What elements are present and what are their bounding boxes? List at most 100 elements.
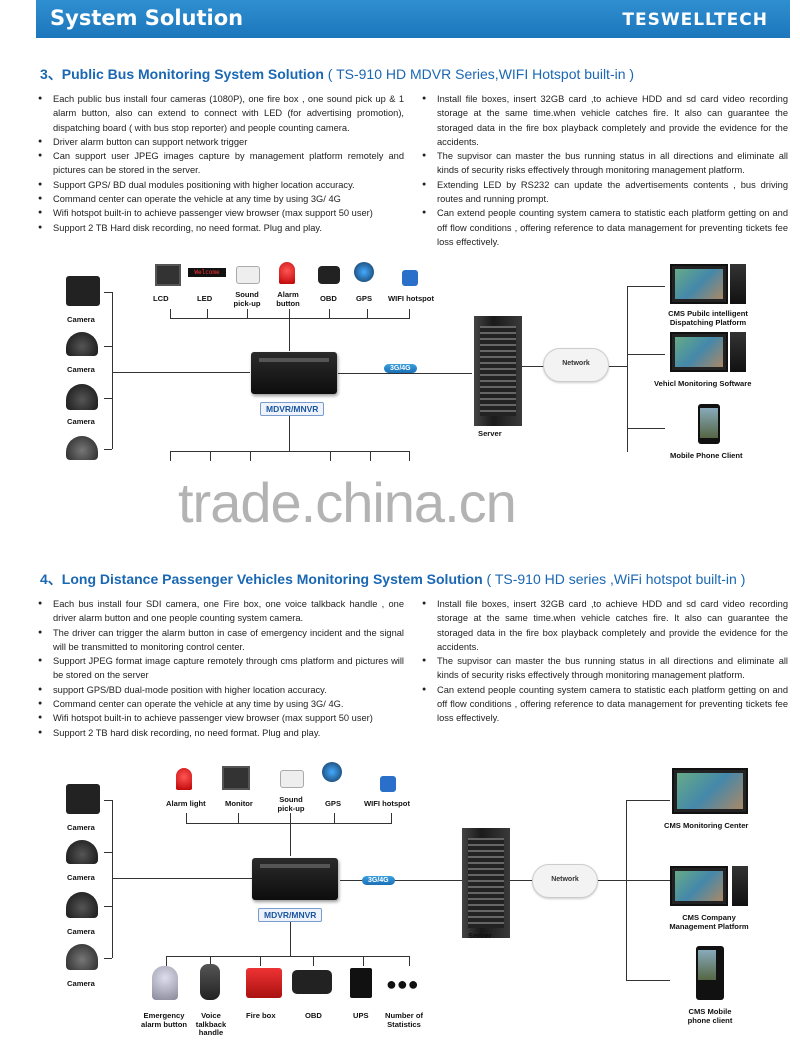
label-camera: Camera [67,873,95,882]
section4-title: 4、Long Distance Passenger Vehicles Monit… [40,569,745,589]
camera-icon [66,784,100,814]
section4-right-bullets: Install file boxes, insert 32GB card ,to… [422,597,788,726]
label-lcd: LCD [153,294,169,303]
label-cms-monitoring-center: CMS Monitoring Center [664,821,749,830]
section4-title-main: 4、Long Distance Passenger Vehicles Monit… [40,571,483,587]
label-network: Network [562,360,590,367]
obd-icon [318,266,340,284]
emergency-alarm-button-icon [152,966,178,1000]
gps-icon [322,762,342,782]
bullet-item: The driver can trigger the alarm button … [38,626,404,655]
label-gps: GPS [356,294,373,303]
label-number-statistics: Number of Statistics [385,1011,423,1029]
label-led: LED [197,294,213,303]
camera-icon [66,332,98,356]
label-cms-dispatching: CMS Pubilc intelligent Dispatching Platf… [668,309,748,327]
voice-talkback-handle-icon [200,964,220,1000]
bullet-item: Can extend people counting system camera… [422,683,788,726]
bullet-item: Install file boxes, insert 32GB card ,to… [422,597,788,654]
label-camera: Camera [67,365,95,374]
label-camera: Camera [67,823,95,832]
watermark: trade.china.cn [178,471,517,534]
bullet-item: The supvisor can master the bus running … [422,654,788,683]
label-obd: OBD [305,1011,322,1020]
camera-icon [66,276,100,306]
bullet-item: The supvisor can master the bus running … [422,149,788,178]
sound-pickup-icon [236,266,260,284]
mdvr-device [252,858,338,900]
monitor-icon [222,766,250,790]
people-count-icon: ●●● [386,974,419,994]
bullet-item: Extending LED by RS232 can update the ad… [422,178,788,207]
label-obd: OBD [320,294,337,303]
label-network: Network [551,876,579,883]
ups-icon [350,968,372,998]
vehicle-software-monitor-icon [670,332,728,372]
bullet-item: support GPS/BD dual-mode position with h… [38,683,404,698]
network-cloud-icon: Network [532,864,598,898]
network-cloud-icon: Network [543,348,609,382]
bullet-item: Command center can operate the vehicle a… [38,192,404,207]
label-camera: Camera [67,927,95,936]
bullet-item: Support 2 TB Hard disk recording, no nee… [38,221,404,236]
bullet-item: Driver alarm button can support network … [38,135,404,150]
bullet-item: Can support user JPEG images capture by … [38,149,404,178]
alarm-light-icon [176,768,192,790]
led-icon: Welcome [188,268,226,277]
bullet-item: Each public bus install four cameras (10… [38,92,404,135]
bullet-item: Each bus install four SDI camera, one Fi… [38,597,404,626]
section3-title: 3、Public Bus Monitoring System Solution … [40,64,634,84]
bullet-item: Support JPEG format image capture remote… [38,654,404,683]
section3-title-main: 3、Public Bus Monitoring System Solution [40,66,324,82]
brand-name: TESWELLTECH [622,10,768,30]
label-cms-company-platform: CMS Company Management Platform [669,913,749,931]
section3-title-sub: ( TS-910 HD MDVR Series,WIFI Hotspot bui… [327,66,635,82]
camera-icon [66,840,98,864]
pc-tower-icon [730,264,746,304]
label-mobile-client: Mobile Phone Client [670,451,743,460]
camera-icon [66,384,98,410]
link-3g4g: 3G/4G [362,876,395,885]
label-camera: Camera [67,979,95,988]
mdvr-device [251,352,337,394]
label-alarm-light: Alarm light [166,799,206,808]
pc-tower-icon [732,866,748,906]
mobile-phone-icon [698,404,720,444]
bullet-item: Support GPS/ BD dual modules positioning… [38,178,404,193]
bullet-item: Wifi hotspot built-in to achieve passeng… [38,711,404,726]
label-gps: GPS [325,799,342,808]
label-camera: Camera [67,417,95,426]
wifi-hotspot-icon [402,270,418,286]
label-monitor: Monitor [225,799,253,808]
sound-pickup-icon [280,770,304,788]
label-server: Server [478,429,502,438]
label-sound-pickup: Sound pick-up [233,290,261,308]
page-header: System Solution TESWELLTECH [36,0,790,38]
bullet-item: Can extend people counting system camera… [422,206,788,249]
cms-monitoring-center-icon [672,768,748,814]
fire-box-icon [246,968,282,998]
obd-icon [292,970,332,994]
cms-monitor-icon [670,264,728,304]
label-ups: UPS [353,1011,369,1020]
pc-tower-icon [730,332,746,372]
camera-icon [66,944,98,970]
section3-left-bullets: Each public bus install four cameras (10… [38,92,404,235]
gps-icon [354,262,374,282]
mdvr-label: MDVR/MNVR [258,908,323,922]
label-voice-talkback: Voice talkback handle [195,1011,227,1037]
label-fire-box: Fire box [246,1011,276,1020]
label-sound-pickup: Sound pick-up [277,795,305,813]
section4-left-bullets: Each bus install four SDI camera, one Fi… [38,597,404,740]
wifi-hotspot-icon [380,776,396,792]
server-icon [462,828,510,938]
alarm-button-icon [279,262,295,284]
camera-icon [66,436,98,460]
bullet-item: Wifi hotspot built-in to achieve passeng… [38,206,404,221]
mdvr-label: MDVR/MNVR [260,402,325,416]
bullet-item: Support 2 TB hard disk recording, no nee… [38,726,404,741]
section3-right-bullets: Install file boxes, insert 32GB card ,to… [422,92,788,249]
camera-icon [66,892,98,918]
label-vehicle-software: Vehicl Monitoring Software [654,379,752,388]
link-3g4g: 3G/4G [384,364,417,373]
